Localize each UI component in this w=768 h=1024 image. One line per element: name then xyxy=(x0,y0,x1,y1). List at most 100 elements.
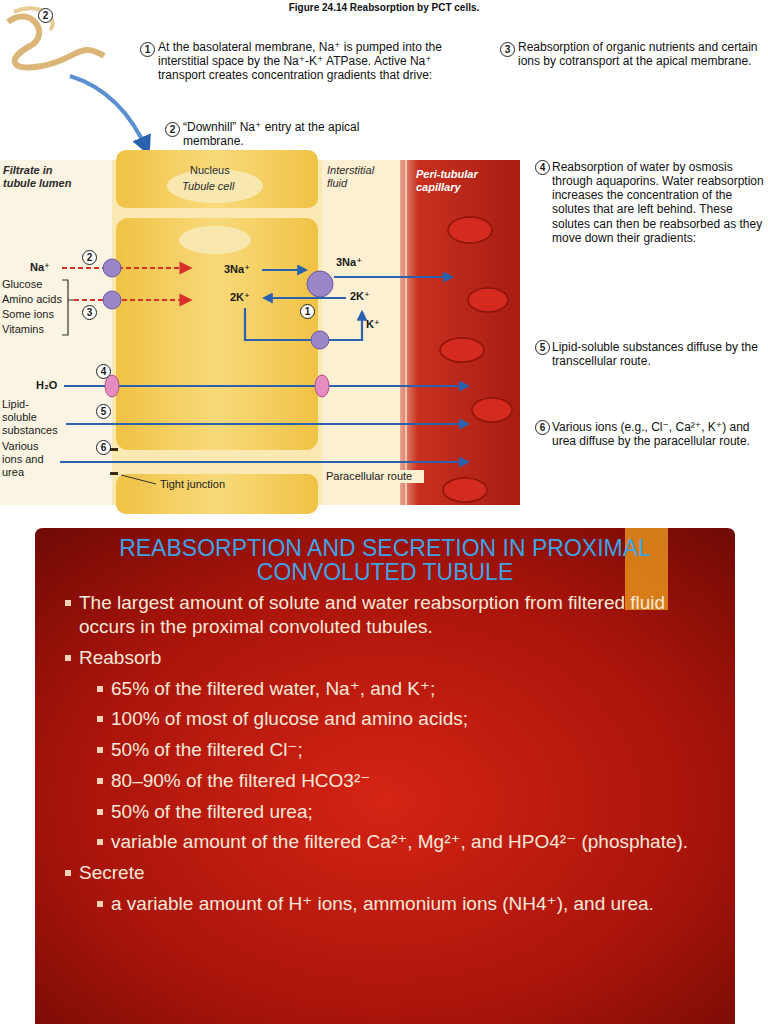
illustration-part xyxy=(472,398,512,422)
lumen-fill xyxy=(0,160,112,505)
illustration-part xyxy=(315,375,329,397)
callout-text: Reabsorption of water by osmosis through… xyxy=(552,160,764,245)
bullet-square xyxy=(97,901,103,907)
bullet-square xyxy=(97,686,103,692)
region-label: Nucleus xyxy=(190,164,300,177)
tubule-icon xyxy=(8,8,148,152)
illustration-part xyxy=(116,150,318,208)
illustration-part xyxy=(105,375,119,397)
diagram-label: Amino acids xyxy=(2,293,62,306)
diagram-label: 3Na⁺ xyxy=(336,256,376,269)
bullet-square xyxy=(97,747,103,753)
diagram-label: Various ions and urea xyxy=(2,440,58,480)
illustration-part xyxy=(440,338,484,362)
bullet-square xyxy=(97,809,103,815)
illustration-part xyxy=(74,299,190,301)
callout-number: 5 xyxy=(96,404,111,419)
callout-number: 6 xyxy=(535,420,550,435)
callout-number: 3 xyxy=(500,42,515,57)
illustration-part xyxy=(264,297,346,299)
slide-background xyxy=(35,528,735,1024)
figure-title: Figure 24.14 Reabsorption by PCT cells. xyxy=(0,2,768,13)
diagram-label: K⁺ xyxy=(366,318,396,331)
illustration-part xyxy=(116,218,318,450)
illustration-part xyxy=(103,259,121,277)
callout-number: 2 xyxy=(38,8,53,23)
bullet-square xyxy=(97,839,103,845)
illustration-part xyxy=(179,226,251,254)
illustration-part xyxy=(110,472,118,475)
callout-number: 2 xyxy=(82,250,97,265)
bullet-square xyxy=(65,655,71,661)
illustration-part xyxy=(110,448,118,451)
diagram-label: Vitamins xyxy=(2,323,62,336)
illustration-part xyxy=(66,423,468,425)
illustration-part xyxy=(103,291,121,309)
diagram-label: Glucose xyxy=(2,278,62,291)
bullet-text: 65% of the filtered water, Na⁺, and K⁺; xyxy=(97,677,713,701)
bullet-text: 50% of the filtered Cl⁻; xyxy=(97,738,713,762)
transport-arrows xyxy=(60,268,468,462)
bullet-text: Secrete xyxy=(65,861,713,885)
illustration-part xyxy=(311,331,329,349)
callout-number: 1 xyxy=(140,42,155,57)
membrane-fill xyxy=(112,160,322,505)
callout-number: 6 xyxy=(96,440,111,455)
callout-text: Various ions (e.g., Cl⁻, Ca²⁺, K⁺) and u… xyxy=(552,420,764,448)
illustration-part xyxy=(14,8,53,30)
bullet-text: 100% of most of glucose and amino acids; xyxy=(97,707,713,731)
illustration-part xyxy=(64,385,468,387)
bullet-square xyxy=(97,716,103,722)
illustration-part xyxy=(443,478,487,502)
illustration-part xyxy=(334,276,452,278)
tubule-cell: NucleusTubule cell xyxy=(112,160,322,505)
diagram-label: Lipid-soluble substances xyxy=(2,398,62,438)
illustration-part xyxy=(121,475,156,484)
diagram-label: Na⁺ xyxy=(30,261,62,274)
callout-text: At the basolateral membrane, Na⁺ is pump… xyxy=(158,40,476,82)
diagram-label: 3Na⁺ xyxy=(224,263,264,276)
tubule-cells xyxy=(110,150,318,514)
region-label: Interstitial fluid xyxy=(327,164,395,190)
callout-text: “Downhill” Na⁺ entry at the apical membr… xyxy=(183,120,383,148)
illustration-part xyxy=(262,269,306,271)
region-label: Tubule cell xyxy=(182,180,302,193)
diagram-label: Some ions xyxy=(2,308,62,321)
illustration-part xyxy=(70,76,148,152)
capillary-fill xyxy=(400,160,520,505)
callout-text: Reabsorption of organic nutrients and ce… xyxy=(518,40,762,68)
illustration-part xyxy=(448,217,492,243)
region-label: Peri-tubular capillary xyxy=(416,168,486,194)
diagram-label: Paracellular route xyxy=(324,470,424,483)
bullet-text: 50% of the filtered urea; xyxy=(97,800,713,824)
illustration-part xyxy=(116,474,318,514)
callout-text: Lipid-soluble substances diffuse by the … xyxy=(552,340,764,368)
illustration-part xyxy=(60,461,468,463)
red-blood-cells xyxy=(440,217,512,502)
illustration-part xyxy=(307,271,333,297)
bullet-text: Reabsorb xyxy=(65,646,713,670)
capillary-wall xyxy=(405,160,407,505)
bullet-square xyxy=(65,600,71,606)
bracket xyxy=(62,280,74,335)
diagram-label: 2K⁺ xyxy=(350,290,386,303)
bullet-text: 80–90% of the filtered HCO3²⁻ xyxy=(97,769,713,793)
diagram-label: H₂O xyxy=(36,379,64,392)
callout-number: 1 xyxy=(300,304,315,319)
bullet-text: a variable amount of H⁺ ions, ammonium i… xyxy=(97,892,713,916)
interstitial-region: Interstitial fluid xyxy=(322,160,400,505)
illustration-part xyxy=(8,16,104,67)
slide-heading: REABSORPTION AND SECRETION IN PROXIMAL C… xyxy=(57,536,713,584)
callout-number: 5 xyxy=(535,340,550,355)
slide-panel: REABSORPTION AND SECRETION IN PROXIMAL C… xyxy=(35,528,735,1024)
illustration-part xyxy=(62,267,190,269)
membrane-proteins xyxy=(103,259,333,397)
callout-number: 4 xyxy=(535,160,550,175)
bullet-square xyxy=(97,778,103,784)
diagram-label: Tight junction xyxy=(160,478,260,491)
illustration-part xyxy=(468,288,508,312)
capillary-region: Peri-tubular capillary xyxy=(400,160,520,505)
bullet-square xyxy=(65,870,71,876)
callout-number: 4 xyxy=(96,364,111,379)
diagram-label: 2K⁺ xyxy=(230,291,264,304)
